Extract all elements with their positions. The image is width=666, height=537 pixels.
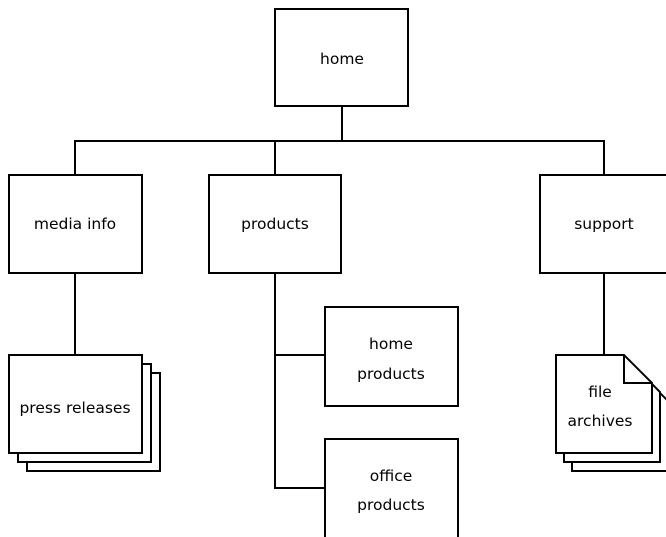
node-media-info-box <box>8 174 143 274</box>
node-home-products-label-line1: home <box>369 335 413 353</box>
node-home: home <box>274 8 409 107</box>
node-home-label: home <box>320 50 364 68</box>
node-home-products: home products <box>324 306 459 407</box>
node-press-releases: press releases <box>8 354 161 472</box>
node-file-archives-label-line2: archives <box>568 412 633 430</box>
node-media-info: media info <box>8 174 143 274</box>
press-releases-box <box>8 354 143 454</box>
connectors <box>74 106 605 489</box>
node-file-archives: file archives <box>555 354 666 472</box>
node-home-box <box>274 8 409 107</box>
node-home-products-label-line2: products <box>357 365 425 383</box>
node-support: support <box>539 174 666 274</box>
node-office-products-box <box>324 438 459 537</box>
node-file-archives-label-line1: file <box>588 383 612 401</box>
node-products: products <box>208 174 342 274</box>
node-office-products-label-line2: products <box>357 496 425 514</box>
node-media-info-label: media info <box>34 215 116 233</box>
node-press-releases-label: press releases <box>19 399 130 417</box>
node-office-products-label-line1: office <box>370 467 413 485</box>
node-support-box <box>539 174 666 274</box>
node-home-products-box <box>324 306 459 407</box>
file-archives-dog-ear-icon <box>623 355 652 384</box>
node-products-label: products <box>241 215 309 233</box>
node-support-label: support <box>574 215 634 233</box>
node-products-box <box>208 174 342 274</box>
file-archives-document <box>555 354 653 454</box>
node-office-products: office products <box>324 438 459 537</box>
